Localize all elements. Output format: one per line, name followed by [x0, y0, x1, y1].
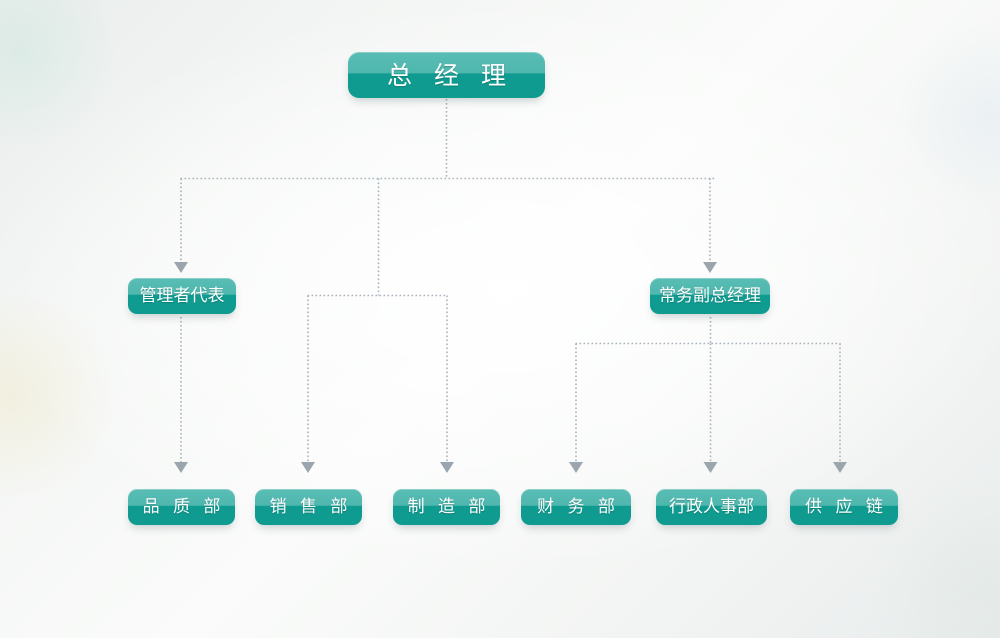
- node-label-finance-department: 财 务 部: [537, 496, 619, 517]
- arrowhead-finance: [569, 462, 583, 473]
- node-label-general-manager: 总 经 理: [387, 60, 513, 90]
- arrowhead-hr-admin: [703, 462, 718, 473]
- node-executive-vice-general-manager[interactable]: 常务副总经理: [650, 278, 770, 314]
- node-label-management-representative: 管理者代表: [139, 285, 225, 306]
- arrowhead-manufacture: [440, 462, 454, 473]
- arrowhead-exec-vp: [703, 262, 717, 273]
- node-sales-department[interactable]: 销 售 部: [255, 489, 362, 525]
- arrowhead-quality: [174, 462, 188, 473]
- node-label-manufacturing-department: 制 造 部: [407, 496, 490, 517]
- node-management-representative[interactable]: 管理者代表: [128, 278, 236, 314]
- node-label-sales-department: 销 售 部: [269, 496, 352, 517]
- node-supply-chain[interactable]: 供 应 链: [790, 489, 898, 525]
- node-quality-department[interactable]: 品 质 部: [128, 489, 235, 525]
- arrowhead-supply: [833, 462, 847, 473]
- node-general-manager[interactable]: 总 经 理: [348, 52, 545, 98]
- node-finance-department[interactable]: 财 务 部: [521, 489, 631, 525]
- node-manufacturing-department[interactable]: 制 造 部: [393, 489, 500, 525]
- arrowhead-mgmt-rep: [174, 262, 188, 273]
- node-label-hr-admin-department: 行政人事部: [669, 496, 754, 517]
- node-label-supply-chain: 供 应 链: [805, 496, 887, 517]
- node-label-quality-department: 品 质 部: [142, 496, 225, 517]
- arrowhead-sales: [301, 462, 315, 473]
- node-hr-admin-department[interactable]: 行政人事部: [656, 489, 767, 525]
- node-label-executive-vice-general-manager: 常务副总经理: [659, 285, 761, 306]
